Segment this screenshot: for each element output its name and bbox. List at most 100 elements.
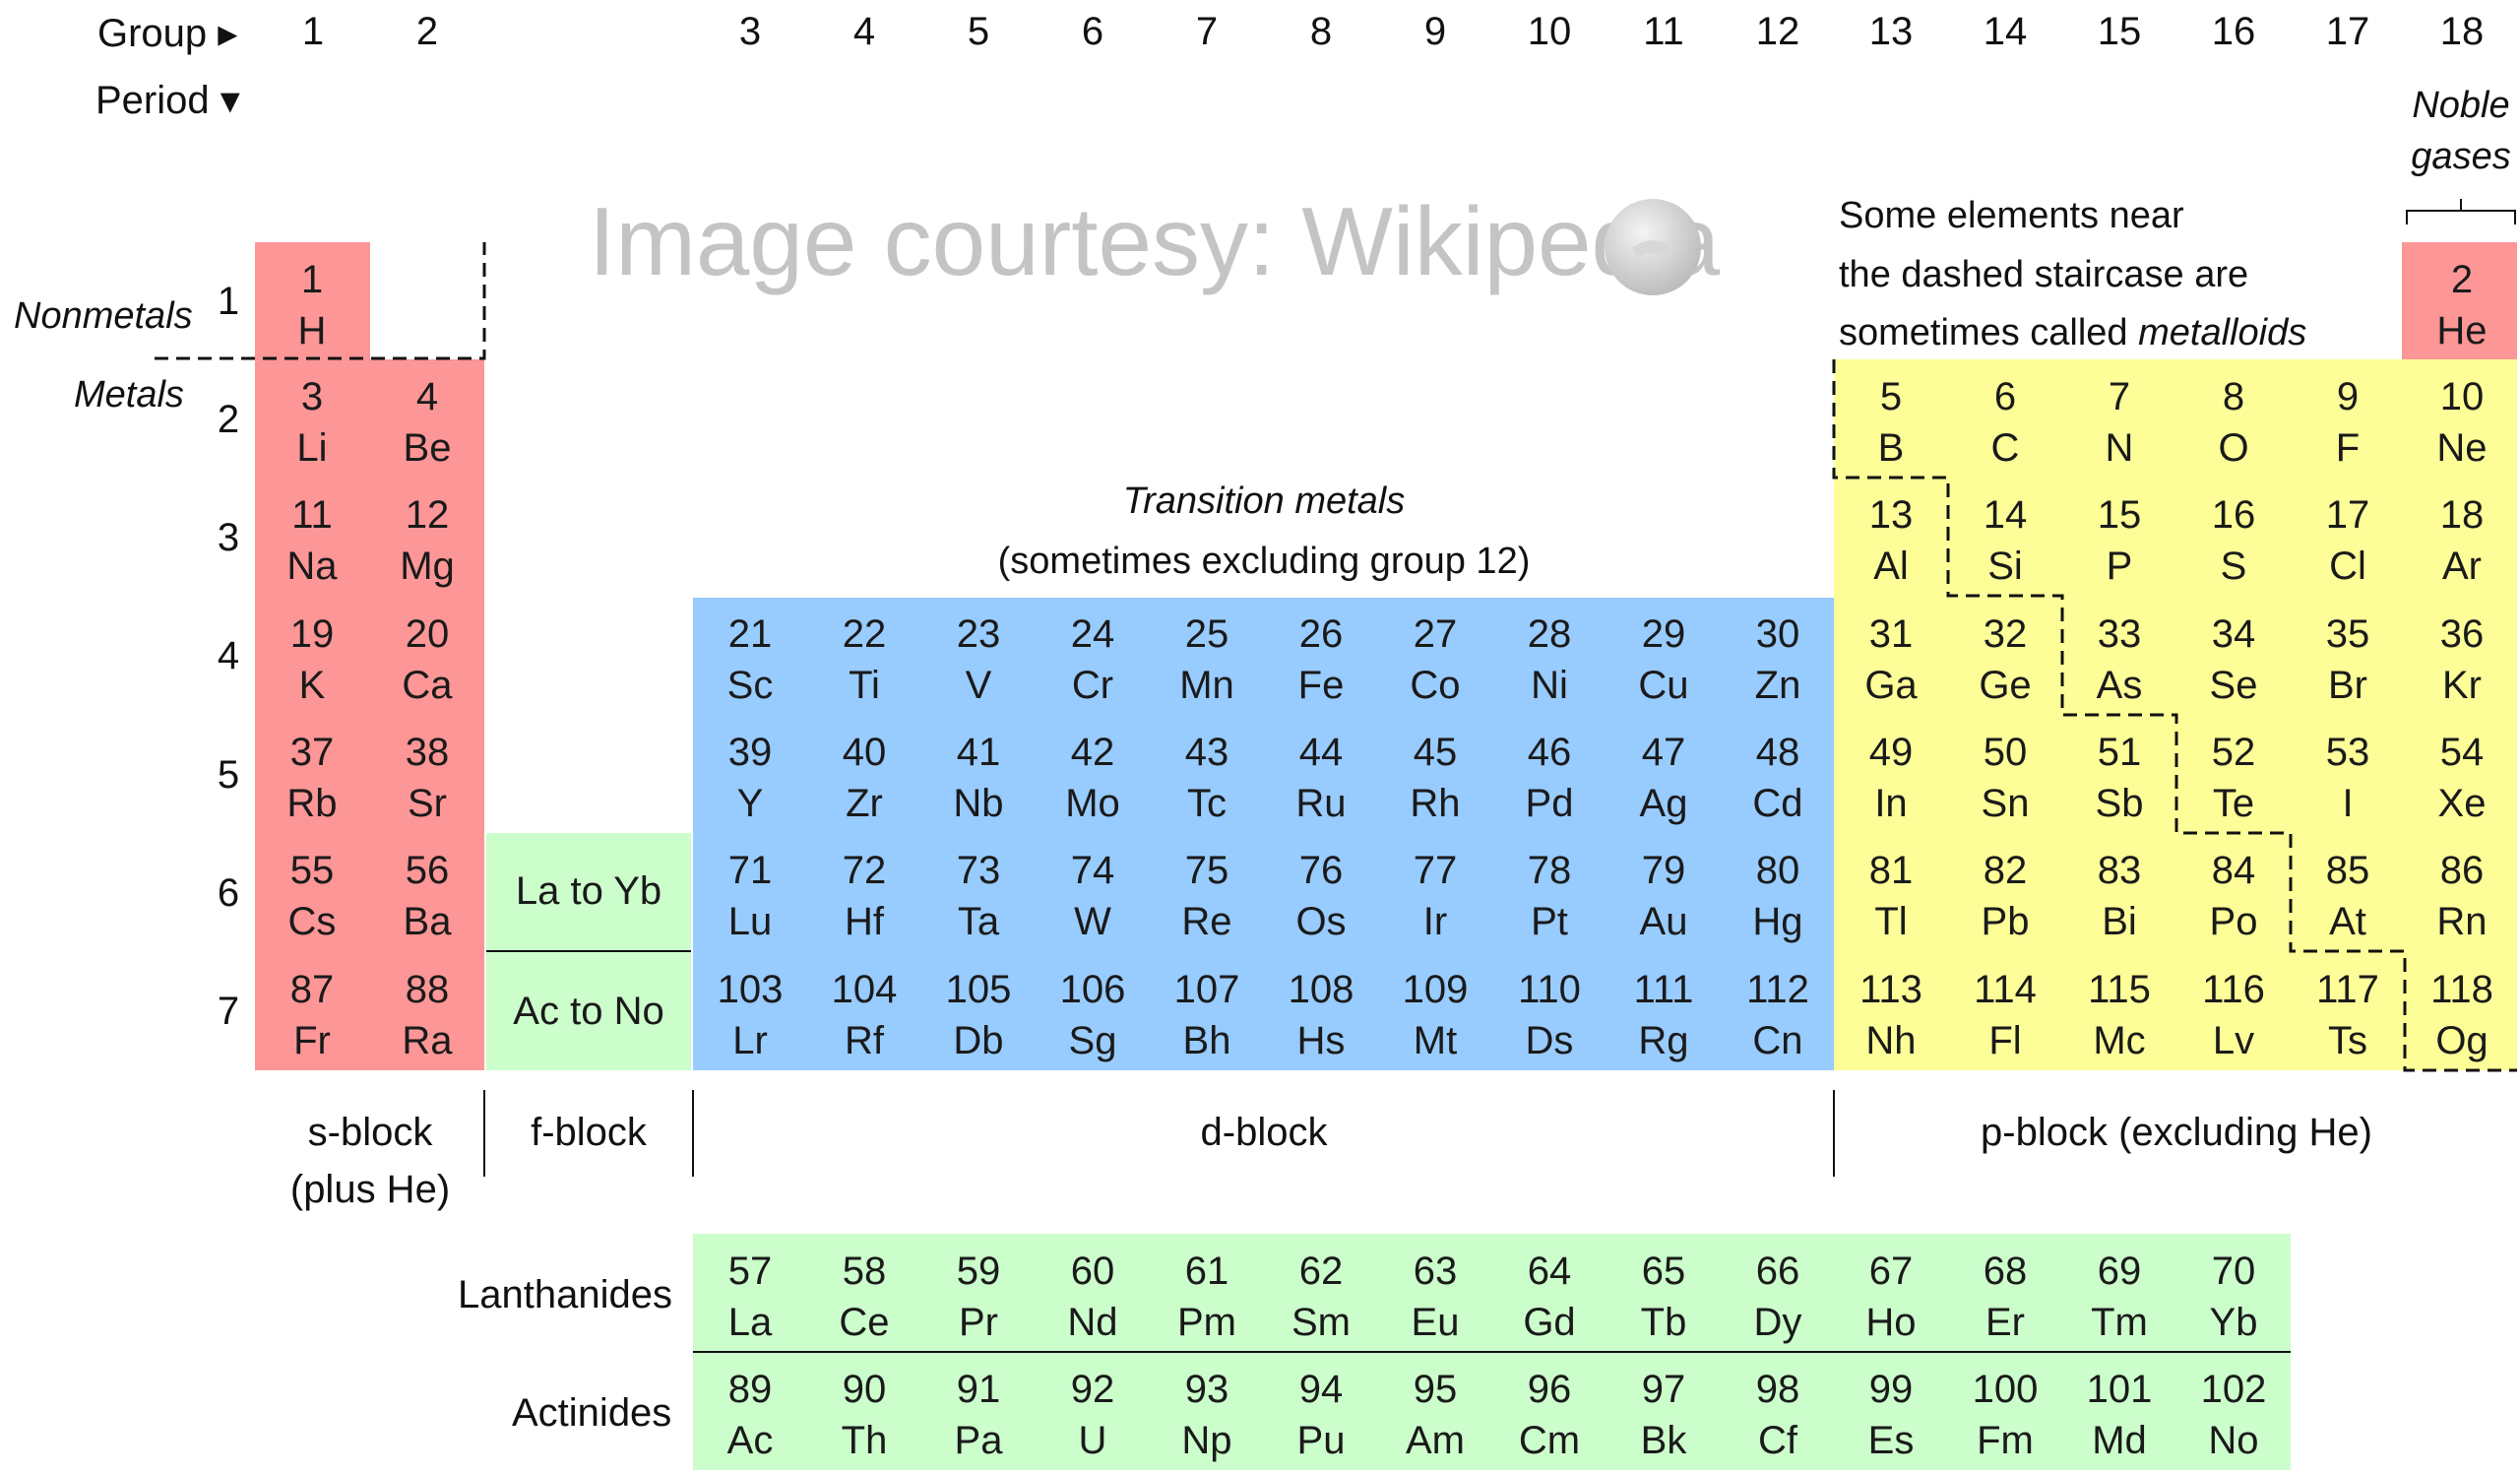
d-block-background — [693, 598, 1834, 1070]
element-symbol: Ne — [2436, 426, 2488, 470]
atomic-number: 96 — [1527, 1368, 1572, 1411]
period-header-label: Period ▾ — [95, 79, 240, 122]
element-symbol: Br — [2328, 664, 2367, 707]
group-number: 14 — [1983, 10, 2028, 53]
atomic-number: 64 — [1527, 1250, 1572, 1293]
atomic-number: 53 — [2325, 731, 2370, 774]
atomic-number: 102 — [2200, 1368, 2267, 1411]
atomic-number: 5 — [1879, 375, 1903, 418]
element-symbol: Kr — [2442, 664, 2482, 707]
atomic-number: 26 — [1298, 612, 1344, 656]
element-symbol: Og — [2435, 1019, 2488, 1062]
element-symbol: Co — [1410, 664, 1461, 707]
atomic-number: 40 — [842, 731, 887, 774]
atomic-number: 92 — [1070, 1368, 1115, 1411]
element-symbol: Se — [2209, 664, 2258, 707]
atomic-number: 48 — [1755, 731, 1800, 774]
group-number: 17 — [2325, 10, 2370, 53]
element-symbol: Hf — [845, 900, 884, 943]
element-symbol: Mo — [1065, 782, 1120, 825]
atomic-number: 117 — [2316, 968, 2379, 1011]
atomic-number: 31 — [1868, 612, 1914, 656]
f-block-period7-cell: Ac to No — [486, 952, 691, 1070]
metal-nonmetal-dashed-line — [155, 242, 486, 360]
element-symbol: B — [1877, 426, 1905, 470]
period-number: 1 — [217, 280, 240, 323]
atomic-number: 72 — [842, 849, 887, 892]
atomic-number: 59 — [956, 1250, 1001, 1293]
atomic-number: 89 — [727, 1368, 773, 1411]
s-block-label: s-block — [307, 1111, 433, 1154]
element-symbol: Tb — [1640, 1301, 1687, 1344]
element-symbol: Cn — [1752, 1019, 1803, 1062]
element-symbol: Sg — [1068, 1019, 1117, 1062]
atomic-number: 27 — [1413, 612, 1458, 656]
element-symbol: Rf — [845, 1019, 884, 1062]
element-symbol: S — [2220, 545, 2247, 588]
element-symbol: Y — [736, 782, 764, 825]
atomic-number: 68 — [1983, 1250, 2028, 1293]
element-symbol: Mg — [400, 545, 455, 588]
group-number: 8 — [1309, 10, 1333, 53]
atomic-number: 1 — [300, 258, 324, 301]
element-symbol: Cd — [1752, 782, 1803, 825]
group-number: 6 — [1081, 10, 1104, 53]
element-symbol: V — [965, 664, 992, 707]
helium-background — [2402, 242, 2517, 359]
atomic-number: 67 — [1868, 1250, 1914, 1293]
noble-gases-label-line2: gases — [2411, 136, 2511, 177]
f-block-period6-cell: La to Yb — [486, 833, 691, 950]
group-number: 1 — [301, 10, 325, 53]
atomic-number: 78 — [1527, 849, 1572, 892]
atomic-number: 10 — [2439, 375, 2485, 418]
element-symbol: Bi — [2102, 900, 2137, 943]
atomic-number: 57 — [727, 1250, 773, 1293]
atomic-number: 8 — [2222, 375, 2245, 418]
element-symbol: Ds — [1525, 1019, 1574, 1062]
element-symbol: Hs — [1296, 1019, 1346, 1062]
atomic-number: 105 — [945, 968, 1012, 1011]
group-number: 9 — [1423, 10, 1447, 53]
atomic-number: 79 — [1641, 849, 1686, 892]
atomic-number: 43 — [1184, 731, 1229, 774]
element-symbol: Pb — [1981, 900, 2030, 943]
atomic-number: 56 — [405, 849, 450, 892]
atomic-number: 108 — [1288, 968, 1354, 1011]
element-symbol: Dy — [1753, 1301, 1802, 1344]
group-number: 15 — [2097, 10, 2142, 53]
atomic-number: 83 — [2097, 849, 2142, 892]
atomic-number: 118 — [2430, 968, 2493, 1011]
group-number: 4 — [852, 10, 876, 53]
atomic-number: 41 — [956, 731, 1001, 774]
group-number: 3 — [738, 10, 762, 53]
element-symbol: Li — [296, 426, 328, 470]
